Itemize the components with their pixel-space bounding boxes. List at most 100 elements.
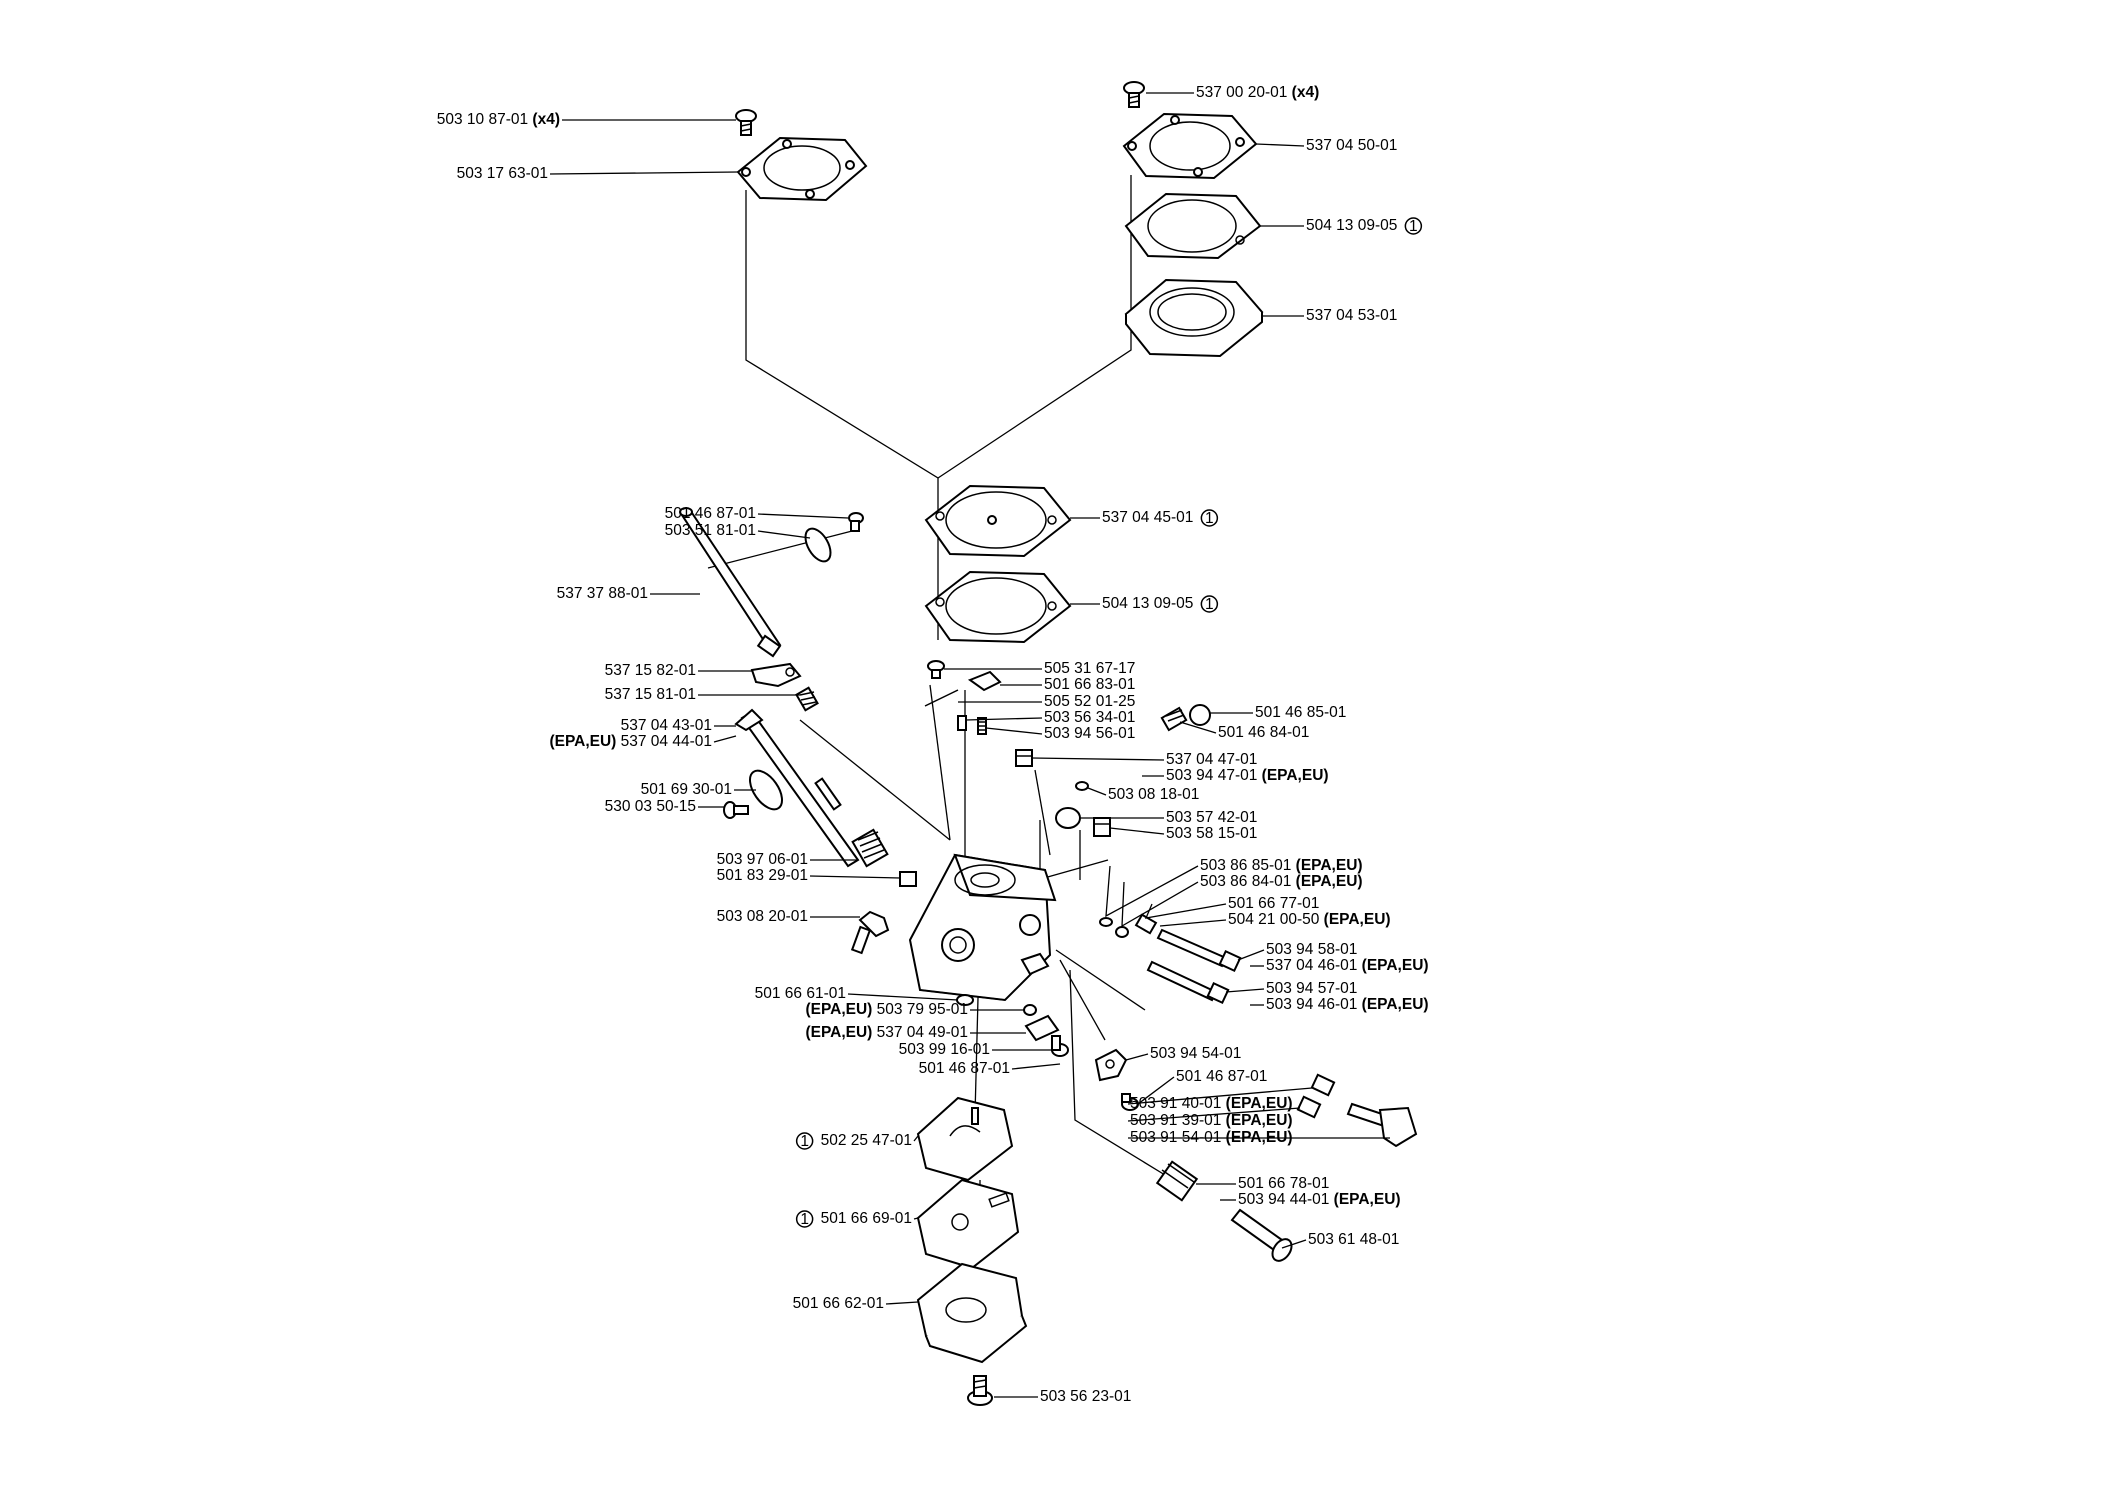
part-number-label: 501 83 29-01 <box>717 867 808 884</box>
spring-501-46-84 <box>1160 706 1188 732</box>
part-number-label: 503 91 40-01 (EPA,EU) <box>1130 1095 1293 1112</box>
part-code: 501 46 85-01 <box>1255 704 1346 721</box>
part-code: 501 66 83-01 <box>1044 676 1135 693</box>
leader-line <box>1137 1076 1175 1105</box>
leader-line <box>1121 881 1199 928</box>
screw-503-10-87 <box>735 109 757 136</box>
part-number-label: 505 31 67-17 <box>1044 660 1135 677</box>
region-tag: (EPA,EU) <box>549 733 620 750</box>
part-number-label: 501 66 78-01 <box>1238 1175 1329 1192</box>
washer-503-86-85 <box>1099 917 1113 927</box>
leader-line <box>885 1301 919 1305</box>
part-code: 501 46 84-01 <box>1218 724 1309 741</box>
part-code: 537 04 49-01 <box>877 1024 968 1041</box>
callout-l11: 537 37 88-01 <box>557 585 648 602</box>
callout-l40: 503 94 46-01 (EPA,EU) <box>1266 996 1429 1013</box>
part-code: 530 03 50-15 <box>605 798 696 815</box>
part-number-label: 503 94 46-01 (EPA,EU) <box>1266 996 1429 1013</box>
part-number-label: 503 10 87-01 (x4) <box>437 111 560 128</box>
part-code: 503 86 85-01 <box>1200 857 1291 874</box>
screw-505-31-67 <box>927 660 945 679</box>
part-number-label: 537 15 82-01 <box>605 662 696 679</box>
part-code: 503 94 54-01 <box>1150 1045 1241 1062</box>
region-tag: (EPA,EU) <box>1221 1095 1292 1112</box>
part-code: 503 94 58-01 <box>1266 941 1357 958</box>
part-number-label: 505 52 01-25 <box>1044 693 1135 710</box>
callout-l41: 501 66 61-01 <box>755 985 846 1002</box>
part-code: 501 66 77-01 <box>1228 895 1319 912</box>
part-code: 503 97 06-01 <box>717 851 808 868</box>
plug-537-04-47 <box>1015 749 1033 767</box>
leader-line <box>1225 988 1265 993</box>
callout-l42: (EPA,EU) 503 79 95-01 <box>805 1001 968 1018</box>
part-code: 501 69 30-01 <box>641 781 732 798</box>
part-number-label: 501 66 61-01 <box>755 985 846 1002</box>
throttle-shaft-537-37-88 <box>679 507 782 658</box>
plate-501-66-69 <box>916 1178 1020 1270</box>
circled-1-marker: 1 <box>1404 217 1423 235</box>
part-code: 501 46 87-01 <box>665 505 756 522</box>
svg-text:1: 1 <box>800 1133 809 1150</box>
diaphragm-537-04-45 <box>924 484 1072 558</box>
part-number-label: 503 94 44-01 (EPA,EU) <box>1238 1191 1401 1208</box>
callout-l49: 503 91 39-01 (EPA,EU) <box>1130 1112 1293 1129</box>
callout-l04: 537 04 50-01 <box>1306 137 1397 154</box>
callout-l46: 503 94 54-01 <box>1150 1045 1241 1062</box>
needle-505-52-01 <box>924 689 959 707</box>
nipple-503-08-20 <box>850 910 890 955</box>
region-tag: (x4) <box>1287 84 1319 101</box>
part-number-label: 501 46 87-01 <box>1176 1068 1267 1085</box>
screw-537-00-20 <box>1123 81 1145 108</box>
part-number-label: 537 04 47-01 <box>1166 751 1257 768</box>
spring-501-66-77 <box>1134 913 1158 935</box>
part-code: 503 94 44-01 <box>1238 1191 1329 1208</box>
region-tag: (EPA,EU) <box>1291 857 1362 874</box>
circled-1-marker: 1 <box>1200 509 1219 527</box>
part-number-label: (EPA,EU) 537 04 49-01 <box>805 1024 968 1041</box>
part-number-label: 503 99 16-01 <box>899 1041 990 1058</box>
circled-1-marker: 1 <box>795 1210 814 1228</box>
leader-line <box>913 1135 919 1142</box>
callout-l19: 501 83 29-01 <box>717 867 808 884</box>
part-code: 503 58 15-01 <box>1166 825 1257 842</box>
diaphragm-502-25-47 <box>916 1096 1014 1182</box>
callout-l17: 530 03 50-15 <box>605 798 696 815</box>
part-number-label: 503 08 20-01 <box>717 908 808 925</box>
gasket-504-13-09-upper <box>1124 192 1262 260</box>
callout-l23: 505 52 01-25 <box>1044 693 1135 710</box>
leader-line <box>1237 949 1265 961</box>
part-code: 501 46 87-01 <box>919 1060 1010 1077</box>
part-code: 503 56 34-01 <box>1044 709 1135 726</box>
part-code: 537 04 43-01 <box>621 717 712 734</box>
part-code: 503 61 48-01 <box>1308 1231 1399 1248</box>
callout-l31: 503 57 42-01 <box>1166 809 1257 826</box>
screw-503-99-16 <box>1051 1035 1069 1057</box>
gasket-504-13-09-lower <box>924 570 1072 644</box>
part-code: 537 04 53-01 <box>1306 307 1397 324</box>
leader-line <box>713 735 737 743</box>
spring-503-97-06 <box>851 828 889 868</box>
part-number-label: 537 37 88-01 <box>557 585 648 602</box>
callout-l34: 503 86 84-01 (EPA,EU) <box>1200 873 1363 890</box>
callout-l02: 503 17 63-01 <box>457 165 548 182</box>
spring-501-66-78 <box>1155 1160 1199 1202</box>
part-code: 537 15 82-01 <box>605 662 696 679</box>
circled-1-marker: 1 <box>795 1132 814 1150</box>
leader-line <box>1144 903 1227 919</box>
part-code: 504 13 09-05 <box>1102 595 1193 612</box>
part-code: 501 66 78-01 <box>1238 1175 1329 1192</box>
circled-1-marker: 1 <box>1200 595 1219 613</box>
leader-line <box>1125 1053 1149 1061</box>
screw-530-03-50 <box>723 801 749 819</box>
callout-l37: 503 94 58-01 <box>1266 941 1357 958</box>
region-tag: (EPA,EU) <box>1291 873 1362 890</box>
part-number-label: 537 04 53-01 <box>1306 307 1397 324</box>
svg-text:1: 1 <box>1205 510 1214 527</box>
callout-l14: 537 04 43-01 <box>621 717 712 734</box>
region-tag: (EPA,EU) <box>1357 996 1428 1013</box>
seal-503-79-95 <box>1023 1004 1037 1016</box>
part-number-label: 501 66 62-01 <box>793 1295 884 1312</box>
leader-line <box>1109 827 1165 835</box>
part-number-label: 503 56 23-01 <box>1040 1388 1131 1405</box>
leader-line <box>965 717 1043 721</box>
